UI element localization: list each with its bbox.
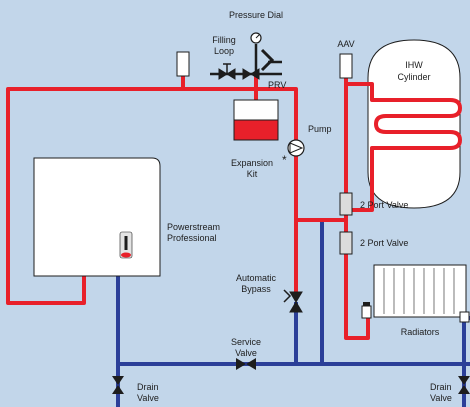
- two-port-valve-upper: [339, 192, 353, 216]
- label-radiators: Radiators: [401, 327, 440, 337]
- service-valve-icon: [236, 358, 256, 370]
- two-port-valve-lower: [339, 231, 353, 255]
- return-pipework: [116, 220, 470, 407]
- label-pump: Pump: [308, 124, 332, 134]
- ihw-cylinder: [367, 39, 461, 209]
- label-aav: AAV: [337, 39, 354, 49]
- label-filling-loop-2: Loop: [214, 46, 234, 56]
- label-expansion-1: Expansion: [231, 158, 273, 168]
- label-boiler-1: Powerstream: [167, 222, 220, 232]
- label-boiler-2: Professional: [167, 233, 217, 243]
- radiator-valve-left: [361, 302, 372, 319]
- pump-icon: [287, 139, 305, 157]
- cylinder-label-1: IHW: [405, 60, 423, 70]
- drain-valve-right-icon: [458, 376, 470, 394]
- air-vent-left: [176, 51, 190, 77]
- label-drain-right-2: Valve: [430, 393, 452, 403]
- label-drain-right-1: Drain: [430, 382, 452, 392]
- radiator-valve-right: [459, 311, 470, 323]
- expansion-vessel: [233, 99, 279, 141]
- boiler: [33, 157, 161, 277]
- label-drain-left-1: Drain: [137, 382, 159, 392]
- label-pressure-dial: Pressure Dial: [229, 10, 283, 20]
- label-asterisk: *: [282, 153, 287, 167]
- aav-valve: [339, 53, 353, 79]
- drain-valve-left-icon: [112, 376, 124, 394]
- automatic-bypass-icon: [283, 289, 303, 313]
- pressure-dial-icon: [250, 32, 262, 44]
- label-prv: PRV: [268, 80, 286, 90]
- label-expansion-2: Kit: [247, 169, 258, 179]
- label-valve-lower: 2 Port Valve: [360, 238, 408, 248]
- label-bypass-2: Bypass: [241, 284, 271, 294]
- cylinder-label-2: Cylinder: [397, 72, 430, 82]
- label-service-2: Valve: [235, 348, 257, 358]
- label-valve-upper: 2 Port Valve: [360, 200, 408, 210]
- label-filling-loop-1: Filling: [212, 35, 236, 45]
- filling-loop-assembly: [210, 44, 282, 80]
- label-drain-left-2: Valve: [137, 393, 159, 403]
- radiator-panel: [373, 264, 467, 318]
- label-bypass-1: Automatic: [236, 273, 277, 283]
- label-service-1: Service: [231, 337, 261, 347]
